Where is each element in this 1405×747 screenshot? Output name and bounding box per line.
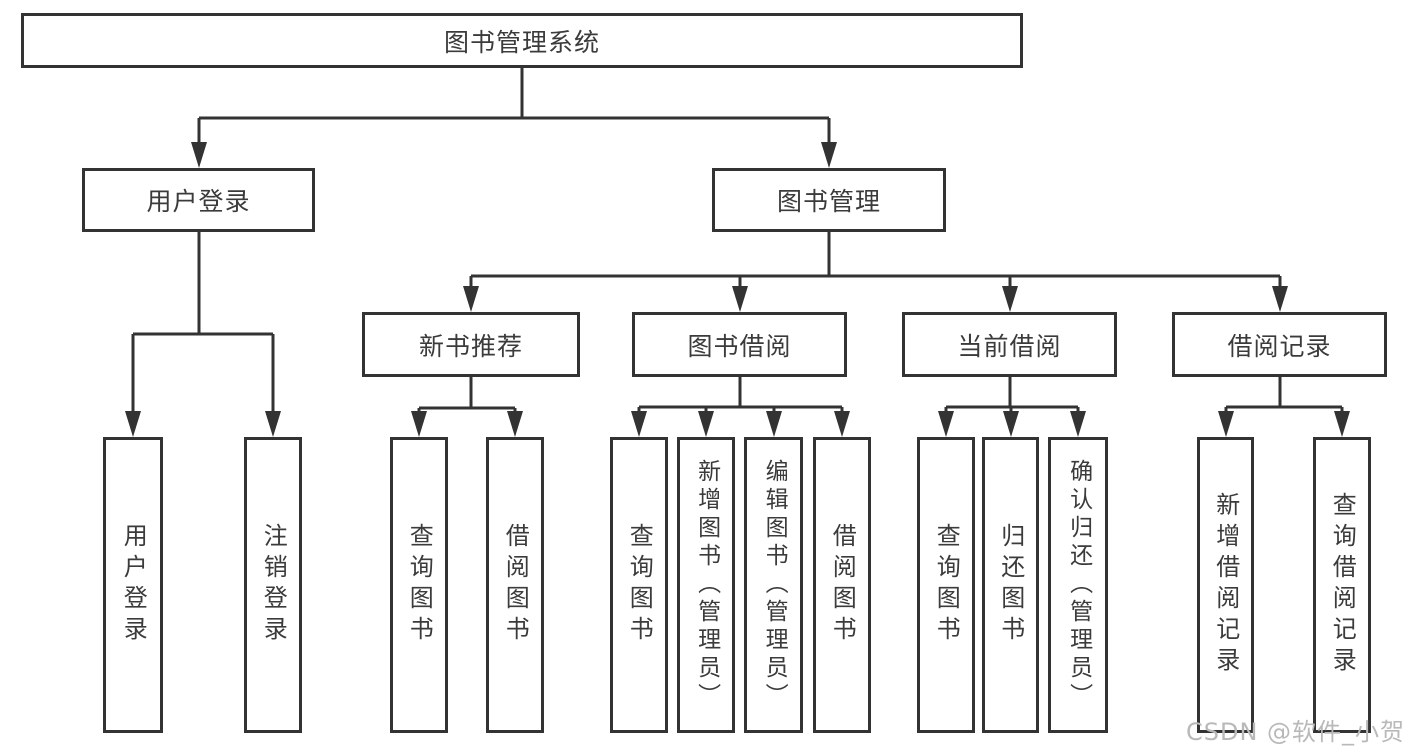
node-user-login-label: 用户登录 [146, 187, 251, 216]
leaf-query-borrow-record: 查询借阅记录 [1313, 437, 1371, 733]
leaf-borrow-books-2-label: 借阅图书 [828, 523, 857, 647]
node-root-library-system: 图书管理系统 [21, 13, 1023, 68]
leaf-add-book-admin-label: 新增图书（管理员） [693, 459, 720, 711]
connector-current-to-leaves [938, 377, 1086, 437]
leaf-query-books-3: 查询图书 [917, 437, 975, 733]
leaf-query-borrow-record-label: 查询借阅记录 [1328, 492, 1357, 678]
node-book-management: 图书管理 [712, 168, 946, 232]
leaf-add-borrow-record-label: 新增借阅记录 [1211, 492, 1240, 678]
leaf-borrow-books-2: 借阅图书 [813, 437, 871, 733]
leaf-query-books-2: 查询图书 [610, 437, 668, 733]
leaf-user-login-label: 用户登录 [119, 523, 148, 647]
leaf-confirm-return-admin: 确认归还（管理员） [1048, 437, 1108, 733]
leaf-edit-book-admin: 编辑图书（管理员） [744, 437, 803, 733]
node-root-label: 图书管理系统 [443, 27, 600, 57]
node-book-management-label: 图书管理 [776, 187, 881, 216]
connector-borrow-to-leaves [631, 377, 850, 437]
node-current-borrow: 当前借阅 [902, 312, 1117, 377]
node-user-login: 用户登录 [82, 168, 315, 232]
leaf-query-books-1: 查询图书 [390, 437, 448, 733]
leaf-return-book: 归还图书 [982, 437, 1039, 733]
connector-bookmgr-to-level3 [463, 232, 1288, 312]
node-new-book-recommend-label: 新书推荐 [418, 331, 523, 361]
node-book-borrow: 图书借阅 [632, 312, 847, 377]
leaf-user-login: 用户登录 [103, 437, 163, 733]
connector-records-to-leaves [1218, 377, 1350, 437]
connector-newbook-to-leaves [411, 377, 523, 437]
node-borrow-records-label: 借阅记录 [1227, 331, 1332, 361]
node-borrow-records: 借阅记录 [1172, 312, 1387, 377]
leaf-query-books-1-label: 查询图书 [405, 523, 434, 647]
leaf-edit-book-admin-label: 编辑图书（管理员） [761, 459, 788, 711]
leaf-query-books-3-label: 查询图书 [932, 523, 961, 647]
node-book-borrow-label: 图书借阅 [687, 331, 792, 361]
csdn-watermark: CSDN @软件_小贺同学 [1186, 718, 1405, 746]
leaf-borrow-books-1: 借阅图书 [486, 437, 544, 733]
leaf-logout-label: 注销登录 [259, 523, 288, 647]
leaf-logout: 注销登录 [244, 437, 302, 733]
leaf-borrow-books-1-label: 借阅图书 [501, 523, 530, 647]
connector-root-to-level2 [191, 68, 837, 168]
leaf-confirm-return-admin-label: 确认归还（管理员） [1065, 459, 1092, 711]
leaf-add-book-admin: 新增图书（管理员） [677, 437, 735, 733]
leaf-return-book-label: 归还图书 [996, 523, 1025, 647]
node-new-book-recommend: 新书推荐 [362, 312, 580, 377]
node-current-borrow-label: 当前借阅 [957, 331, 1062, 361]
connector-login-to-leaves [125, 232, 281, 437]
leaf-add-borrow-record: 新增借阅记录 [1197, 437, 1254, 733]
leaf-query-books-2-label: 查询图书 [625, 523, 654, 647]
